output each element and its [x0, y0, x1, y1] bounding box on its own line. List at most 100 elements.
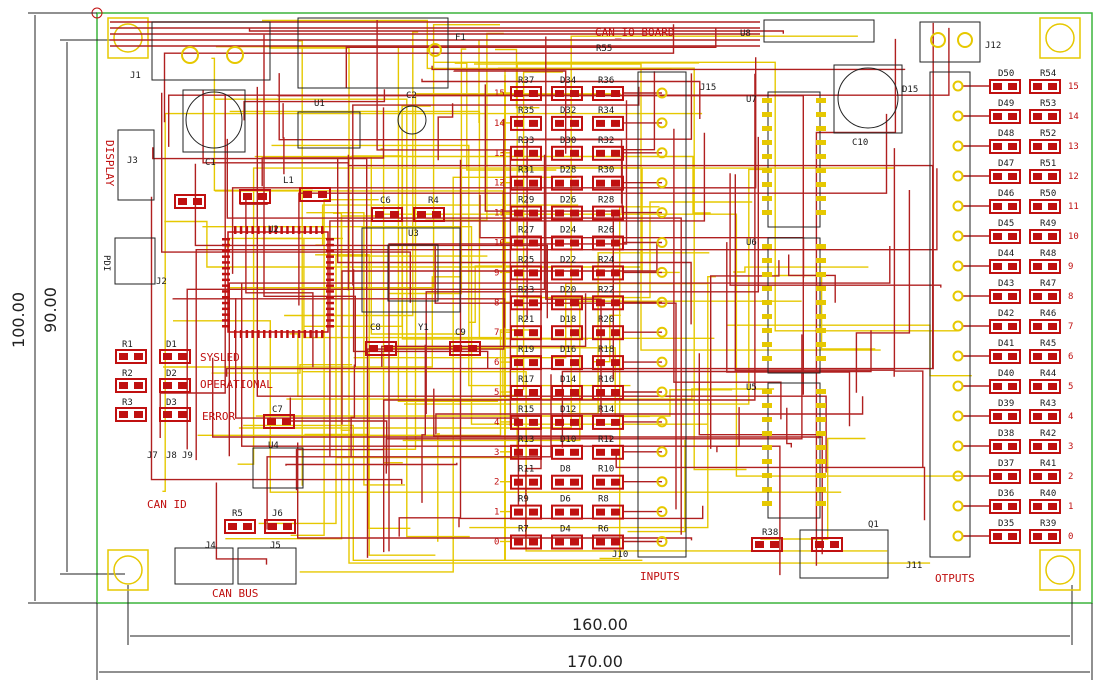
input-d32-outline: [551, 115, 583, 131]
capacitor-c1-outline: [185, 91, 243, 149]
bottom-trace-65: [163, 276, 463, 368]
ic-pin-right-0-0: [816, 98, 826, 103]
top-trace-58: [484, 84, 614, 380]
top-trace-59: [298, 113, 888, 306]
bottom-trace-23: [173, 320, 842, 493]
label-r16: R16: [598, 375, 614, 385]
output-r52-pad-a: [1033, 143, 1042, 150]
output-d39-outline: [989, 409, 1021, 424]
input-channel-6: 6: [494, 358, 499, 368]
mcu-pin-left-7: [222, 278, 230, 282]
label-r12: R12: [598, 435, 614, 445]
input-d4-pad-b: [570, 538, 579, 546]
mcu-pin-bottom-0: [234, 330, 237, 338]
top-trace-9: [329, 132, 706, 457]
output-r50-pad-b: [1048, 203, 1057, 210]
output-channel-6: 6: [1068, 352, 1073, 362]
top-trace-20: [341, 242, 658, 425]
mcu-pin-right-5: [326, 267, 334, 270]
top-trace-37: [282, 103, 285, 175]
label-r8: R8: [598, 495, 609, 505]
ic-pin-right-2-6: [816, 473, 826, 478]
input-r26-outline: [592, 235, 624, 251]
ic-pin-right-0-1: [816, 112, 826, 117]
label-r23: R23: [518, 285, 534, 295]
output-d49-pad-a: [993, 113, 1002, 120]
bottom-trace-55: [599, 206, 660, 560]
d15-led: [837, 67, 899, 129]
label-d39: D39: [998, 399, 1014, 409]
input-r6-pad-a: [596, 538, 605, 546]
output-terminal-pad-13: [952, 140, 964, 152]
input-d14-pad-a: [555, 389, 564, 396]
bottom-trace-20: [237, 167, 895, 465]
input-r36-outline: [592, 86, 624, 101]
label-u2: U2: [268, 225, 279, 235]
ic-pin-right-1-0: [816, 244, 826, 249]
mcu-pin-top-4: [257, 226, 260, 234]
ic-pin-right-1-2: [816, 272, 826, 277]
output-terminal-pad-2: [952, 470, 964, 482]
operational-label: OPERATIONAL: [200, 378, 273, 391]
label-d46: D46: [998, 189, 1014, 199]
output-d45-pad-b: [1008, 233, 1017, 240]
top-trace-61: [734, 174, 895, 377]
misc-smd-8-pad-b: [243, 523, 252, 530]
label-d43: D43: [998, 279, 1014, 289]
ic-pin-left-1-0: [762, 244, 772, 249]
input-d24-pad-a: [555, 239, 564, 247]
input-d14-outline: [551, 385, 583, 400]
label-r32: R32: [598, 136, 614, 146]
mcu-pin-bottom-5: [263, 330, 266, 338]
j1-pad-2: [226, 46, 244, 64]
input-r30-pad-a: [596, 179, 605, 187]
input-r6-pad-b: [611, 538, 620, 546]
label-r28: R28: [598, 196, 614, 206]
misc-smd-2-outline: [299, 187, 331, 202]
input-r17-pad-a: [514, 389, 523, 396]
input-r31-pad-a: [514, 179, 523, 187]
bottom-trace-60: [363, 155, 711, 214]
label-d38: D38: [998, 429, 1014, 439]
input-r15-outline: [510, 414, 542, 430]
input-d34-outline: [551, 86, 583, 101]
bottom-trace-10: [271, 144, 631, 387]
can-id-label: CAN ID: [147, 498, 187, 511]
label-d50: D50: [998, 69, 1014, 79]
label-c6: C6: [380, 196, 391, 206]
input-channel-10: 10: [494, 239, 505, 249]
input-channel-14: 14: [494, 119, 505, 129]
input-terminal-pad-0: [656, 536, 668, 547]
input-r36-pad-a: [596, 90, 605, 97]
label-r41: R41: [1040, 459, 1056, 469]
input-r35-pad-a: [514, 119, 523, 127]
top-trace-69: [352, 269, 489, 369]
ic-pin-left-0-1: [762, 112, 772, 117]
bottom-trace-36: [433, 61, 958, 332]
input-r32-pad-a: [596, 149, 605, 157]
label-c2: C2: [406, 91, 417, 101]
input-d22-pad-a: [555, 269, 564, 277]
mcu-pin-top-13: [309, 226, 312, 234]
ic-pin-left-2-4: [762, 445, 772, 450]
misc-smd-4-outline: [413, 207, 445, 222]
output-r48-pad-a: [1033, 263, 1042, 270]
output-d37-pad-a: [993, 473, 1002, 480]
mcu-pin-bottom-11: [297, 330, 301, 338]
input-r8-pad-b: [611, 508, 620, 516]
misc-smd-10-outline: [751, 537, 783, 552]
label-d6: D6: [560, 495, 571, 505]
input-r27-pad-a: [514, 239, 523, 247]
output-d38-outline: [989, 439, 1021, 454]
input-d20-outline: [551, 295, 583, 311]
input-d34-pad-a: [555, 90, 564, 97]
input-d30-pad-b: [570, 149, 579, 157]
status-d2-outline: [159, 378, 191, 393]
output-r43-pad-b: [1048, 413, 1057, 420]
output-r47-outline: [1029, 289, 1061, 304]
input-r12-pad-b: [611, 448, 620, 456]
label-d41: D41: [998, 339, 1014, 349]
label-r43: R43: [1040, 399, 1056, 409]
input-d18-outline: [551, 325, 583, 341]
